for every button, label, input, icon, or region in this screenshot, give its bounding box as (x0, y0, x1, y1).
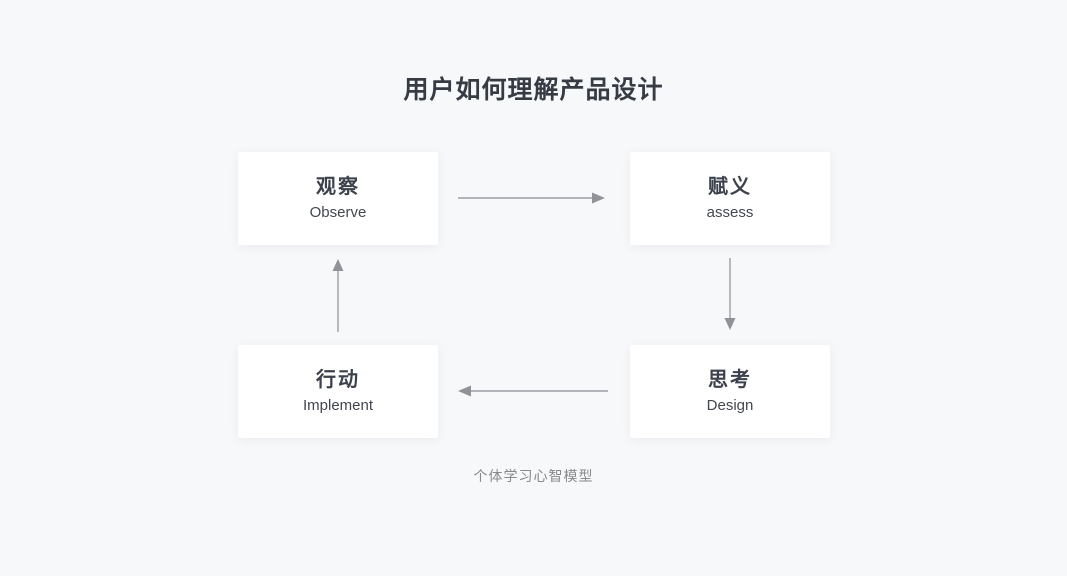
node-assess-label-zh: 赋义 (708, 176, 752, 198)
arrow-design-to-implement-icon (458, 385, 608, 397)
arrow-assess-to-design-icon (724, 258, 736, 330)
node-observe-label-zh: 观察 (316, 176, 360, 198)
node-implement: 行动 Implement (238, 345, 438, 438)
arrow-implement-to-observe-icon (332, 259, 344, 332)
node-assess-label-en: assess (706, 204, 754, 221)
node-design-label-zh: 思考 (708, 369, 752, 391)
node-implement-label-zh: 行动 (316, 369, 360, 391)
node-assess: 赋义 assess (630, 152, 830, 245)
page-title: 用户如何理解产品设计 (403, 76, 664, 104)
node-design-label-en: Design (706, 397, 754, 414)
node-implement-label-en: Implement (302, 397, 374, 414)
diagram-caption: 个体学习心智模型 (473, 468, 594, 484)
node-observe: 观察 Observe (238, 152, 438, 245)
node-observe-label-en: Observe (309, 204, 367, 221)
node-design: 思考 Design (630, 345, 830, 438)
arrow-observe-to-assess-icon (458, 192, 605, 204)
